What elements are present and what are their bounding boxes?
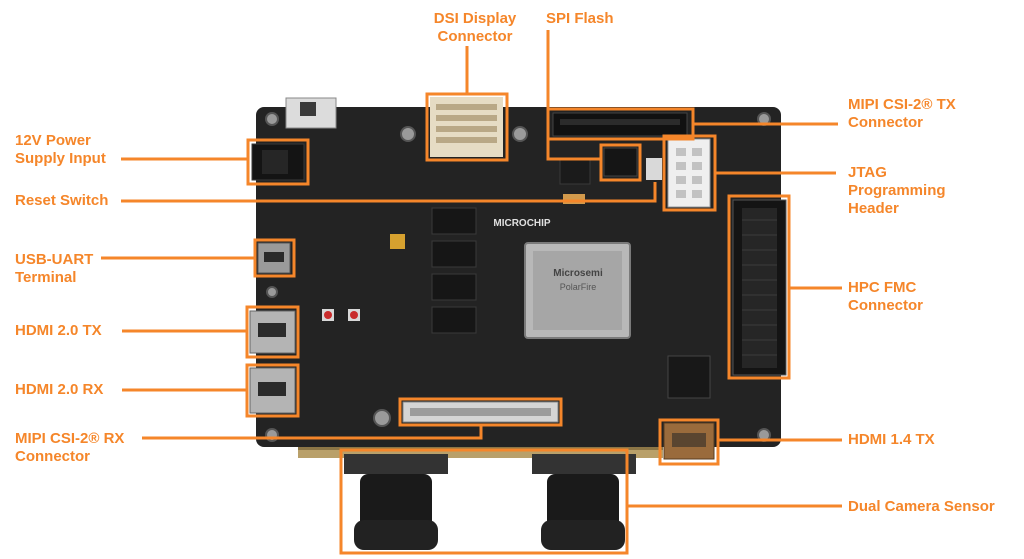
- label-reset-switch: Reset Switch: [15, 192, 109, 209]
- mounting-hole: [373, 409, 391, 427]
- label-dsi-connector: DSI Display Connector: [433, 10, 517, 45]
- microchip-logo-text: MICROCHIP: [493, 218, 551, 229]
- fpga-part-mark: PolarFire: [560, 282, 597, 292]
- label-fmc: HPC FMC Connector: [848, 279, 923, 314]
- callout-graphics: [101, 30, 842, 555]
- highlight-box-power: [246, 138, 310, 186]
- label-spi-flash: SPI Flash: [546, 10, 614, 27]
- label-jtag: JTAG Programming Header: [848, 164, 946, 217]
- ddr-chip: [431, 207, 477, 235]
- pcb: [256, 107, 781, 447]
- camera-lens: [360, 474, 432, 534]
- mounting-hole: [512, 126, 528, 142]
- camera-sensors: [344, 454, 636, 550]
- spi-flash-chip: [603, 147, 638, 177]
- label-mipi-rx: MIPI CSI-2® RX Connector: [15, 430, 125, 465]
- label-hdmi-rx: HDMI 2.0 RX: [15, 381, 104, 398]
- label-hdmi-1-4: HDMI 1.4 TX: [848, 431, 935, 448]
- leader-line-spi: [546, 30, 601, 161]
- mounting-hole: [266, 286, 278, 298]
- label-hdmi-tx: HDMI 2.0 TX: [15, 322, 102, 339]
- highlight-box-camera: [339, 448, 629, 555]
- leader-line-mipi-rx: [142, 425, 483, 440]
- mounting-hole: [265, 112, 279, 126]
- ddr-chip: [431, 306, 477, 334]
- label-mipi-tx: MIPI CSI-2® TX Connector: [848, 96, 956, 131]
- highlight-box-spi: [599, 143, 642, 182]
- red-button: [324, 311, 332, 319]
- camera-lens: [547, 474, 619, 534]
- fpga-vendor-mark: Microsemi: [553, 268, 603, 279]
- leader-line-reset: [121, 182, 657, 203]
- ddr-chip: [431, 273, 477, 301]
- red-button: [350, 311, 358, 319]
- label-usb-uart: USB-UART Terminal: [15, 251, 94, 286]
- jtag-header: [667, 138, 711, 208]
- usb-connector: [257, 242, 291, 274]
- label-dual-camera: Dual Camera Sensor: [848, 498, 995, 515]
- label-power-supply-input: 12V Power Supply Input: [15, 132, 106, 167]
- mounting-hole: [400, 126, 416, 142]
- fpga-board: Microsemi PolarFire MICROCHIP: [249, 97, 787, 550]
- highlight-box-hdmi14: [658, 418, 720, 466]
- ddr-chip: [431, 240, 477, 268]
